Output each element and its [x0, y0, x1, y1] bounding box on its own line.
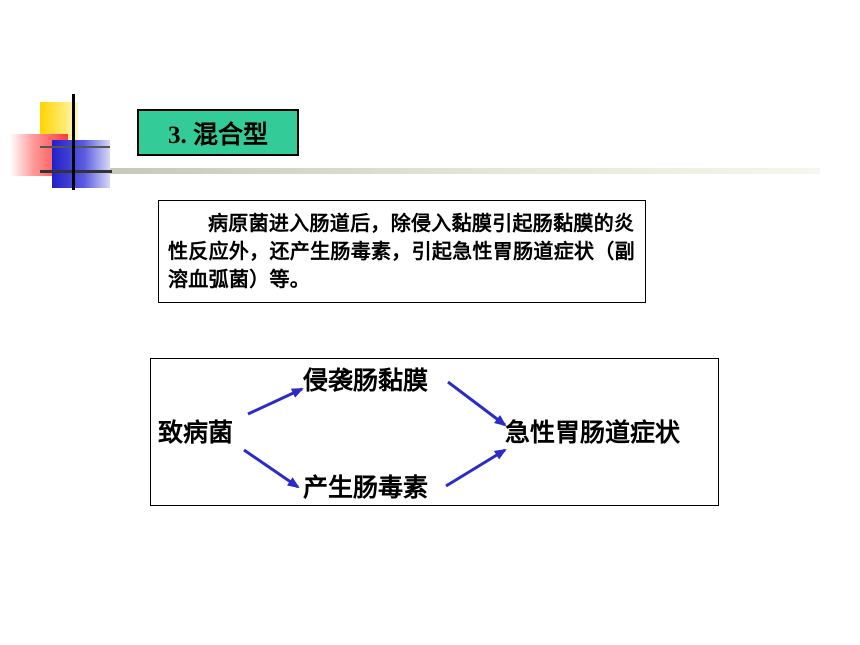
- node-acute-gi-symptoms: 急性胃肠道症状: [505, 418, 681, 447]
- arrow-invade-to-result: [447, 380, 507, 427]
- slide-title: 3. 混合型: [137, 109, 299, 156]
- node-invade-mucosa: 侵袭肠黏膜: [303, 366, 429, 395]
- arrow-pathogen-to-invade: [247, 387, 304, 416]
- flow-diagram-frame: [150, 358, 719, 506]
- slide-title-text: 3. 混合型: [167, 121, 268, 149]
- decor-thin-rule: [40, 146, 110, 148]
- description-box: 病原菌进入肠道后，除侵入黏膜引起肠黏膜的炎性反应外，还产生肠毒素，引起急性胃肠道…: [158, 200, 646, 303]
- decor-blue-square: [52, 140, 110, 188]
- node-produce-enterotoxin: 产生肠毒素: [303, 473, 429, 502]
- decor-vertical-rule: [72, 94, 75, 190]
- arrow-pathogen-to-toxin: [243, 448, 300, 489]
- decor-dark-rule: [40, 170, 112, 173]
- node-pathogen: 致病菌: [158, 418, 234, 447]
- arrow-toxin-to-result: [445, 448, 507, 488]
- decor-gradient-rule: [110, 168, 820, 174]
